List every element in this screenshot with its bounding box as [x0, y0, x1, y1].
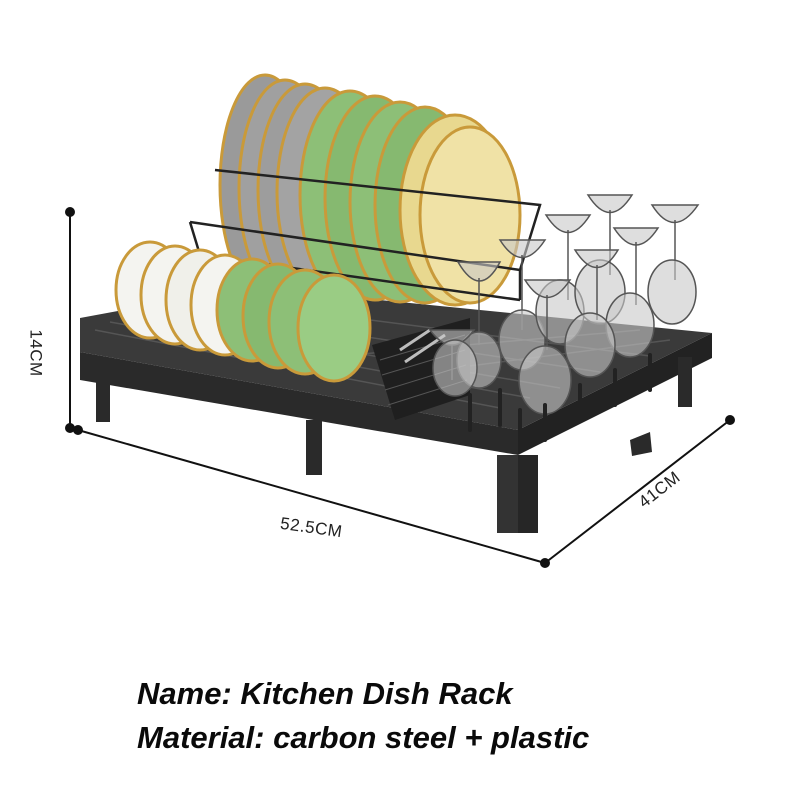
width-line-dot-left [73, 425, 83, 435]
product-name-caption: Name: Kitchen Dish Rack [137, 676, 513, 711]
glass-9 [428, 329, 478, 397]
glass-8 [518, 279, 572, 415]
glass-5 [605, 227, 660, 358]
glass-6 [647, 204, 700, 325]
rack-leg-left [96, 378, 110, 422]
dimension-lines [65, 207, 735, 568]
depth-line-dot [725, 415, 735, 425]
rack-leg-middle [306, 420, 322, 475]
glass-prongs [468, 353, 652, 447]
drain-spout [630, 432, 652, 456]
wine-glasses [428, 194, 700, 415]
rack-front-edge [80, 352, 518, 455]
rack-leg-front [497, 455, 519, 533]
bowls [114, 240, 372, 383]
width-line [77, 429, 546, 564]
height-dimension-label: 14CM [26, 329, 46, 377]
rack-leg-right [678, 357, 692, 407]
glass-7 [564, 249, 620, 378]
product-material-caption: Material: carbon steel + plastic [137, 720, 590, 755]
rack-leg-front-side [518, 455, 538, 533]
height-line-dot-top [65, 207, 75, 217]
height-line-dot-bottom [65, 423, 75, 433]
depth-line [544, 419, 731, 564]
